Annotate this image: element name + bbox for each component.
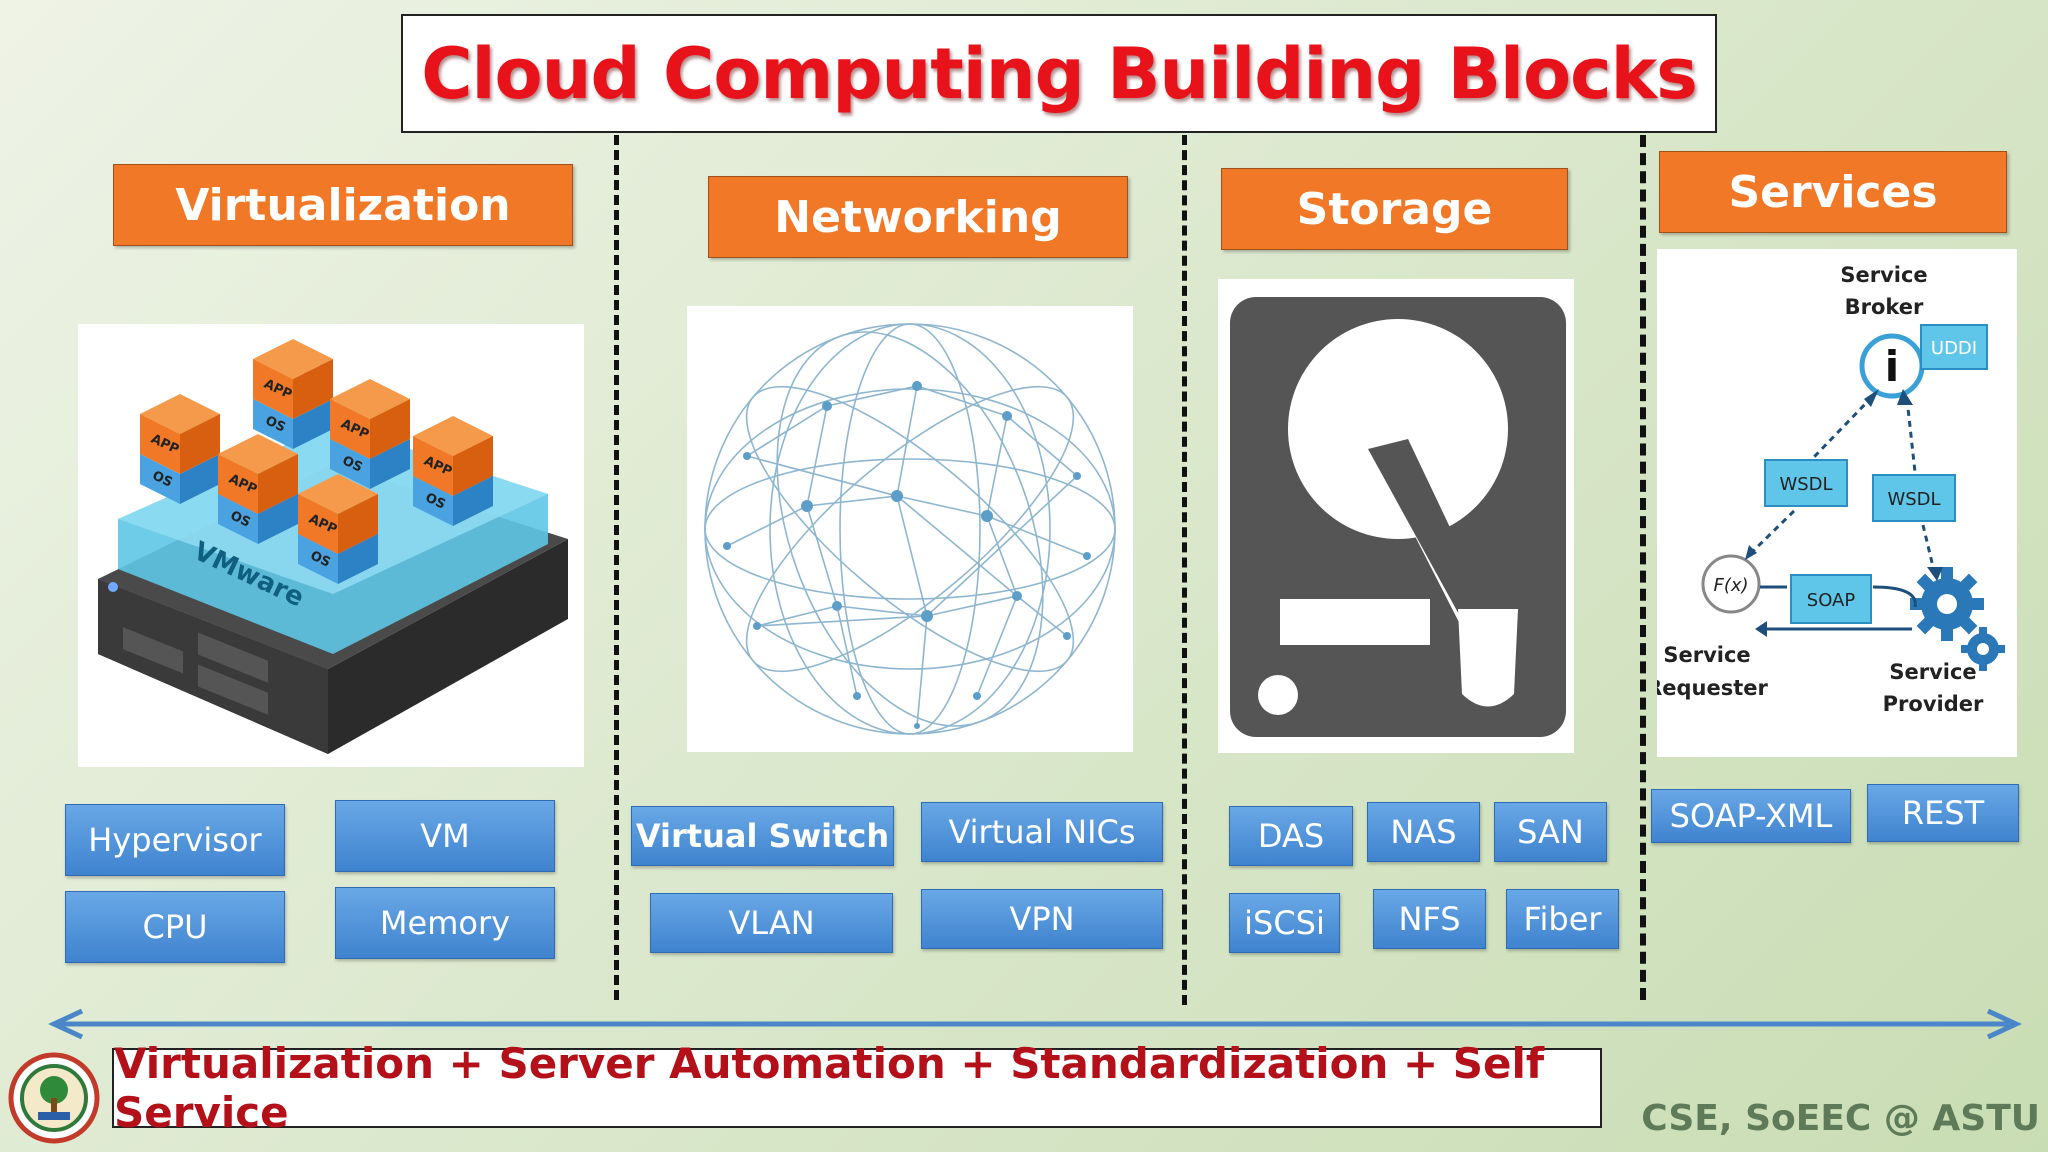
- tag-hypervisor: Hypervisor: [65, 804, 285, 876]
- footer-credit: CSE, SoEEC @ ASTU: [1641, 1098, 2040, 1139]
- title-box: Cloud Computing Building Blocks: [401, 14, 1717, 133]
- tag-rest-label: REST: [1901, 794, 1985, 832]
- formula-box: Virtualization + Server Automation + Sta…: [112, 1039, 1602, 1137]
- tag-iscsi-label: iSCSi: [1244, 904, 1325, 942]
- category-services: Services: [1659, 151, 2007, 233]
- fx-label: F(x): [1713, 575, 1748, 596]
- tag-nfs-label: NFS: [1398, 900, 1461, 938]
- cube-3: APP OS: [330, 379, 410, 489]
- category-networking: Networking: [708, 176, 1128, 258]
- tag-soap-xml: SOAP-XML: [1651, 789, 1851, 843]
- gear-icon: [1910, 567, 2005, 671]
- tag-memory-label: Memory: [379, 904, 511, 942]
- wsdl-left-label: WSDL: [1779, 474, 1832, 495]
- storage-drive-image: [1218, 279, 1574, 753]
- soap-label: SOAP: [1807, 590, 1856, 611]
- university-logo: [8, 1052, 100, 1144]
- category-storage: Storage: [1221, 168, 1568, 250]
- page-title: Cloud Computing Building Blocks: [421, 32, 1698, 115]
- provider-label-2: Provider: [1883, 692, 1984, 716]
- info-icon: i: [1885, 342, 1899, 391]
- category-services-label: Services: [1728, 166, 1938, 218]
- tag-san-label: SAN: [1517, 813, 1584, 851]
- category-storage-label: Storage: [1296, 183, 1493, 235]
- provider-label-1: Service: [1889, 660, 1976, 684]
- broker-label-2: Broker: [1845, 295, 1924, 319]
- double-arrow: [48, 1008, 2022, 1040]
- cube-4: APP OS: [218, 434, 298, 544]
- hard-drive-icon: [1230, 297, 1566, 737]
- services-soa-diagram: Service Broker i UDDI WSDL WSDL SOAP F(x…: [1646, 249, 2017, 757]
- cube-5: APP OS: [413, 416, 493, 526]
- category-virtualization: Virtualization: [113, 164, 573, 246]
- tag-virtual-switch-label: Virtual Switch: [635, 817, 890, 855]
- wsdl-right-label: WSDL: [1887, 489, 1940, 510]
- networking-globe-image: [687, 306, 1133, 752]
- tag-cpu: CPU: [65, 891, 285, 963]
- tag-cpu-label: CPU: [142, 908, 208, 946]
- tag-das: DAS: [1229, 806, 1353, 866]
- tag-virtual-nics: Virtual NICs: [921, 802, 1163, 862]
- tag-rest: REST: [1867, 784, 2019, 842]
- tag-vlan: VLAN: [650, 893, 893, 953]
- tag-das-label: DAS: [1257, 817, 1325, 855]
- tag-nas-label: NAS: [1390, 813, 1457, 851]
- tag-vm: VM: [335, 800, 555, 872]
- tag-soap-xml-label: SOAP-XML: [1669, 797, 1833, 835]
- tag-vm-label: VM: [420, 817, 470, 855]
- tag-fiber-label: Fiber: [1523, 900, 1602, 938]
- cube-6: APP OS: [298, 474, 378, 584]
- tag-vpn: VPN: [921, 889, 1163, 949]
- tag-san: SAN: [1494, 802, 1607, 862]
- tag-hypervisor-label: Hypervisor: [88, 821, 262, 859]
- tag-nas: NAS: [1367, 802, 1480, 862]
- tag-virtual-switch: Virtual Switch: [631, 806, 894, 866]
- requester-label-2: Requester: [1657, 676, 1769, 700]
- formula-text: Virtualization + Server Automation + Sta…: [114, 1039, 1545, 1137]
- tag-memory: Memory: [335, 887, 555, 959]
- requester-label-1: Service: [1663, 643, 1750, 667]
- category-networking-label: Networking: [774, 191, 1062, 243]
- divider-3: [1640, 135, 1646, 1000]
- tag-fiber: Fiber: [1506, 889, 1619, 949]
- divider-2: [1182, 135, 1187, 1005]
- cube-1: APP OS: [253, 339, 333, 449]
- virtualization-image: VMware APP OS APP OS APP OS: [78, 324, 584, 767]
- uddi-label: UDDI: [1931, 338, 1977, 359]
- tag-nfs: NFS: [1373, 889, 1486, 949]
- divider-1: [614, 135, 619, 1000]
- tag-vpn-label: VPN: [1009, 900, 1075, 938]
- category-virtualization-label: Virtualization: [175, 179, 511, 231]
- cube-2: APP OS: [140, 394, 220, 504]
- tag-vlan-label: VLAN: [728, 904, 815, 942]
- tag-virtual-nics-label: Virtual NICs: [948, 813, 1136, 851]
- broker-label-1: Service: [1840, 263, 1927, 287]
- tag-iscsi: iSCSi: [1229, 893, 1340, 953]
